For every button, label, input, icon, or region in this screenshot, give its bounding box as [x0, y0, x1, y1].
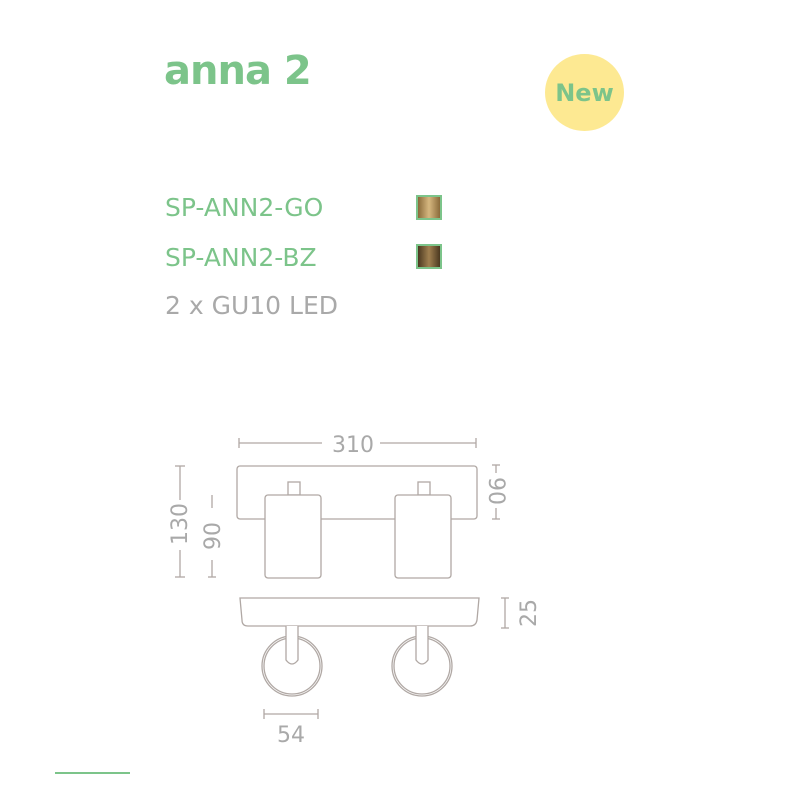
variant-code-bronze: SP-ANN2-BZ	[165, 243, 317, 272]
new-badge-label: New	[555, 78, 614, 107]
bronze-finish-swatch	[416, 244, 442, 269]
depth-label: 25	[517, 599, 542, 627]
height-total-dimension: 130	[168, 465, 193, 578]
depth-dimension: 25	[501, 597, 542, 629]
width-label: 310	[332, 433, 374, 458]
product-title: anna 2	[164, 48, 312, 94]
side-height-label: 90	[483, 477, 508, 505]
side-view	[239, 597, 480, 697]
new-badge: New	[545, 54, 624, 131]
diameter-label: 54	[277, 723, 305, 748]
diameter-dimension: 54	[263, 709, 319, 748]
front-view	[236, 465, 478, 579]
head-height-dimension: 90	[201, 495, 226, 578]
variant-code-gold: SP-ANN2-GO	[165, 193, 324, 222]
section-divider	[55, 772, 130, 774]
side-height-dimension: 90	[483, 464, 508, 520]
height-total-label: 130	[168, 503, 193, 545]
gold-finish-swatch	[416, 195, 442, 220]
lamp-spec: 2 x GU10 LED	[165, 291, 338, 320]
width-dimension: 310	[238, 433, 477, 458]
head-height-label: 90	[201, 522, 226, 550]
